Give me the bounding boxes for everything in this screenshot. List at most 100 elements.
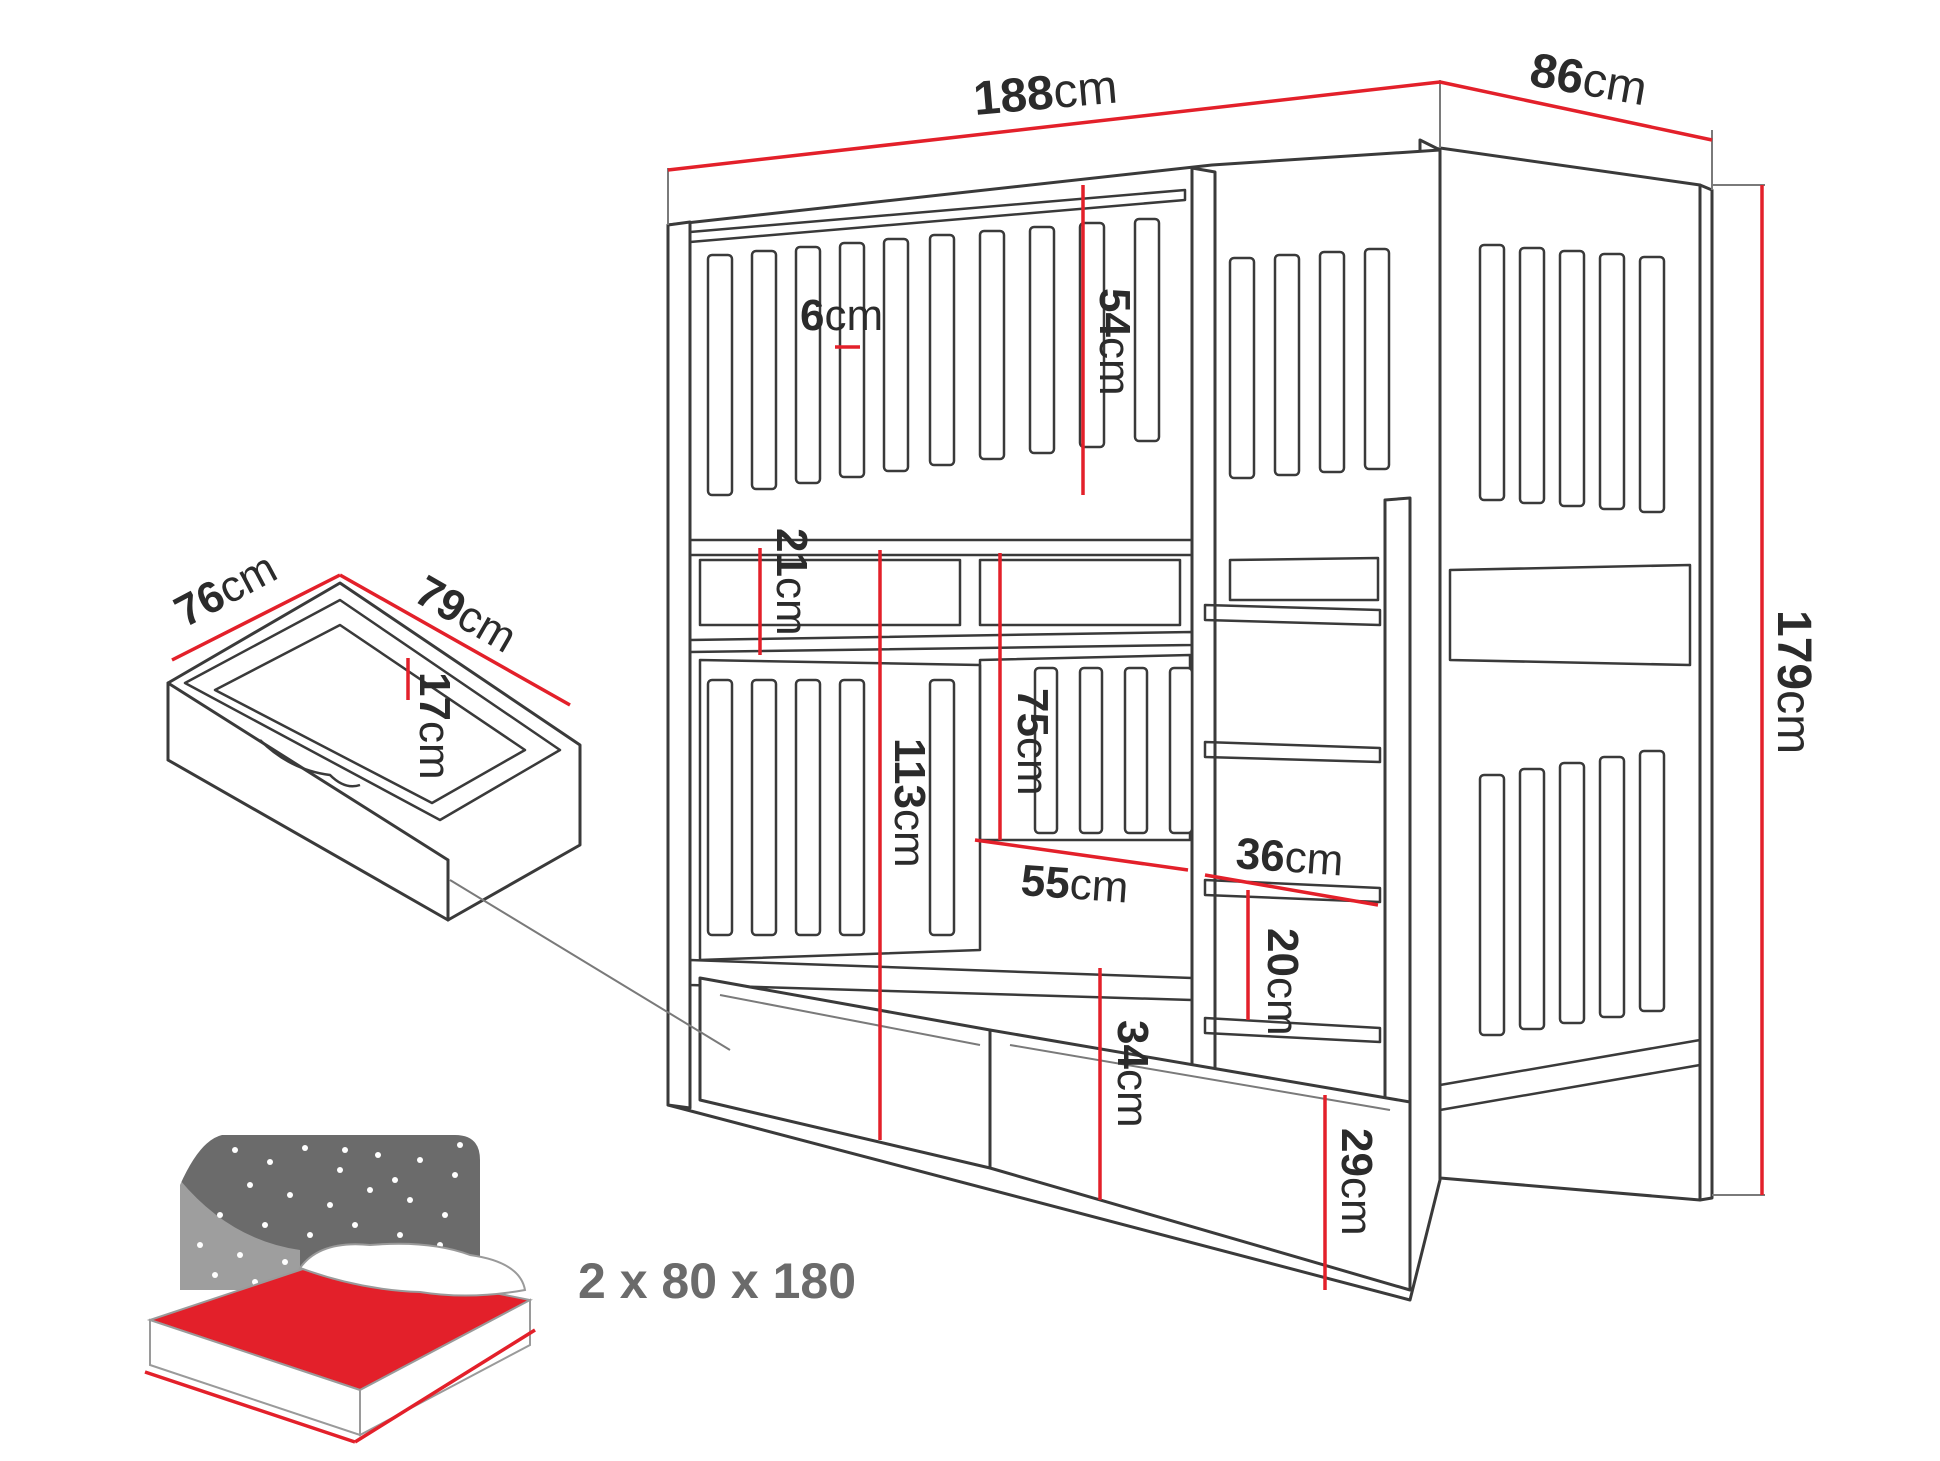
side-upper-slat — [1478, 243, 1506, 502]
ladder-side-slat — [1273, 253, 1301, 477]
ladder-side-slat — [1318, 250, 1346, 474]
upper-slats — [706, 217, 1161, 497]
star-dot — [232, 1147, 238, 1153]
side-upper-slat — [1638, 255, 1666, 514]
drawer-width-dim-line — [339, 573, 571, 707]
lower-guard-slat — [1168, 666, 1194, 835]
side-lower-slat — [1558, 761, 1586, 1025]
lower-guard-right — [978, 653, 1192, 842]
drawer-height-label: 17cm — [410, 672, 459, 780]
top-rail-label: 54cm — [1090, 288, 1139, 396]
bed-gap-label: 21cm — [767, 528, 816, 636]
lower-slat — [928, 678, 956, 937]
upper-slat — [978, 229, 1006, 461]
side-lower-slat — [1478, 773, 1506, 1037]
star-dot — [375, 1152, 381, 1158]
entry-width-dim-line — [974, 838, 1189, 872]
guard-height-label: 75cm — [1008, 688, 1057, 796]
ladder-side-slats — [1228, 247, 1391, 480]
lower-guard-slat — [1078, 666, 1104, 835]
side-lower-slat — [1518, 767, 1546, 1031]
star-dot — [407, 1197, 413, 1203]
lower-guard-left — [698, 658, 982, 962]
lower-bed-label: 113cm — [885, 738, 934, 868]
upper-slat — [750, 249, 778, 491]
ladder-side-slat — [1228, 256, 1256, 480]
mattress-size-label: 2 x 80 x 180 — [578, 1253, 856, 1309]
side-panel-slats — [1478, 243, 1666, 1037]
gap-box-ladder — [1228, 556, 1380, 602]
star-dot — [392, 1177, 398, 1183]
lower-slat — [750, 678, 778, 937]
star-dot — [282, 1259, 288, 1265]
side-upper-slat — [1598, 252, 1626, 511]
upper-slat — [928, 233, 956, 467]
upper-slat — [794, 245, 822, 485]
headboard-moon-arc — [180, 1180, 300, 1290]
upper-slat — [1133, 217, 1161, 443]
left-post — [666, 220, 692, 1110]
mattress-width-arrow — [354, 1328, 536, 1444]
star-dot — [262, 1222, 268, 1228]
ladder-post-right — [1383, 496, 1412, 1107]
ladder-width-label: 36cm — [1234, 829, 1345, 885]
star-dot — [442, 1212, 448, 1218]
dimension-lines — [667, 80, 1765, 1290]
star-dot — [247, 1182, 253, 1188]
star-dot — [397, 1232, 403, 1238]
dimension-labels: 188cm 86cm 179cm 6cm 54cm 21cm 113cm 75c… — [767, 44, 1820, 1236]
length-dim-line — [667, 80, 1441, 172]
mattress-side-right — [359, 1298, 531, 1437]
slat-width-label: 6cm — [800, 291, 883, 340]
drawer-floor — [213, 623, 527, 805]
star-dot — [342, 1147, 348, 1153]
upper-slat — [1028, 225, 1056, 455]
star-dot — [217, 1212, 223, 1218]
upper-slat — [706, 253, 734, 497]
upper-slat — [838, 241, 866, 479]
pillow — [298, 1242, 527, 1297]
lower-side-label: 34cm — [1108, 1020, 1157, 1128]
star-dot — [302, 1145, 308, 1151]
star-dot — [307, 1232, 313, 1238]
star-dot — [267, 1159, 273, 1165]
star-dot — [352, 1222, 358, 1228]
star-dot — [452, 1172, 458, 1178]
upper-bed-rail — [688, 538, 1194, 557]
width-dim-line — [1439, 80, 1713, 142]
width-label: 86cm — [1526, 44, 1651, 117]
star-dot — [212, 1272, 218, 1278]
star-dot — [197, 1242, 203, 1248]
bottom-rail — [688, 958, 1194, 1002]
rung-spacing-label: 20cm — [1258, 928, 1307, 1036]
right-panel-base-rail — [1439, 1038, 1701, 1087]
star-dot — [417, 1157, 423, 1163]
side-lower-slat — [1598, 755, 1626, 1019]
star-dot — [367, 1187, 373, 1193]
star-dot — [237, 1252, 243, 1258]
right-panel-gap — [1448, 563, 1692, 667]
height-label: 179cm — [1767, 610, 1820, 754]
lower-slat — [706, 678, 734, 937]
lower-slat — [838, 678, 866, 937]
top-rail — [688, 188, 1187, 244]
drawer-handle-cutout — [259, 739, 361, 788]
star-dot — [327, 1202, 333, 1208]
star-dot — [287, 1192, 293, 1198]
star-dot — [457, 1142, 463, 1148]
drawer-clearance-label: 29cm — [1332, 1128, 1381, 1236]
mattress-icon: 2 x 80 x 180 — [144, 1135, 856, 1444]
lower-slat — [794, 678, 822, 937]
mattress-length-arrow — [144, 1370, 356, 1444]
length-label: 188cm — [971, 61, 1119, 126]
upper-slat — [1078, 221, 1106, 449]
drawer-callout-line — [449, 879, 731, 1051]
lower-guard-slat — [1123, 666, 1149, 835]
upper-slat — [882, 237, 910, 473]
drawer-left-handle — [719, 994, 981, 1046]
side-lower-slat — [1638, 749, 1666, 1013]
side-upper-slat — [1558, 249, 1586, 508]
upper-bed-rail-lower — [688, 630, 1194, 654]
drawer-depth-dim-line — [171, 573, 341, 662]
